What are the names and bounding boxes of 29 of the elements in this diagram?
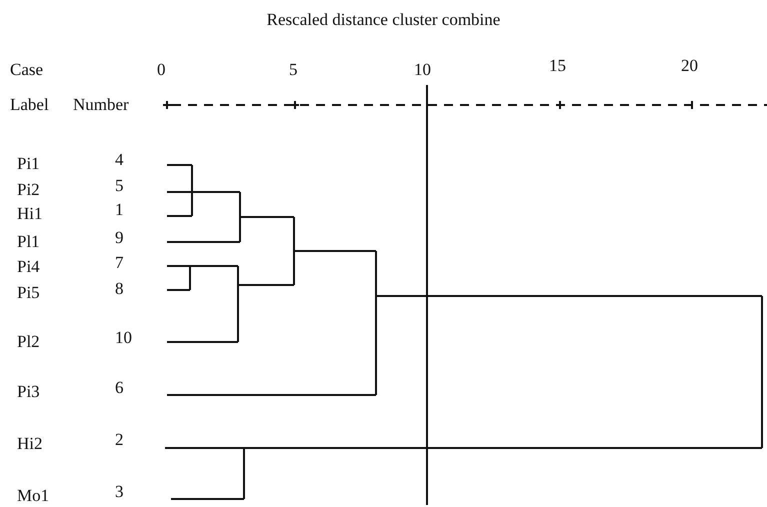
axis-tick-label: 0 (157, 60, 166, 80)
case-number: 10 (115, 328, 132, 348)
case-number: 3 (115, 482, 124, 502)
case-label: Pl2 (17, 332, 40, 352)
case-label: Pl1 (17, 232, 40, 252)
case-label: Pi5 (17, 283, 40, 303)
case-label: Pi2 (17, 180, 40, 200)
case-label: Mo1 (17, 486, 50, 506)
case-label: Pi4 (17, 257, 40, 277)
column-header: Label (10, 95, 49, 115)
axis-tick-label: 15 (549, 56, 566, 76)
case-number: 2 (115, 430, 124, 450)
case-number: 4 (115, 150, 124, 170)
case-label: Hi2 (17, 434, 42, 454)
axis-tick-label: 5 (289, 60, 298, 80)
case-number: 8 (115, 279, 124, 299)
chart-title: Rescaled distance cluster combine (266, 10, 502, 30)
case-label: Pi1 (17, 154, 40, 174)
case-label: Pi3 (17, 382, 40, 402)
case-label: Hi1 (17, 204, 42, 224)
case-number: 5 (115, 176, 124, 196)
column-header: Number (73, 95, 129, 115)
axis-tick-label: 20 (681, 56, 698, 76)
case-number: 1 (115, 200, 124, 220)
axis-tick-label: 10 (414, 60, 431, 80)
column-header: Case (10, 60, 44, 80)
case-number: 9 (115, 228, 124, 248)
case-number: 6 (115, 378, 124, 398)
case-number: 7 (115, 253, 124, 273)
